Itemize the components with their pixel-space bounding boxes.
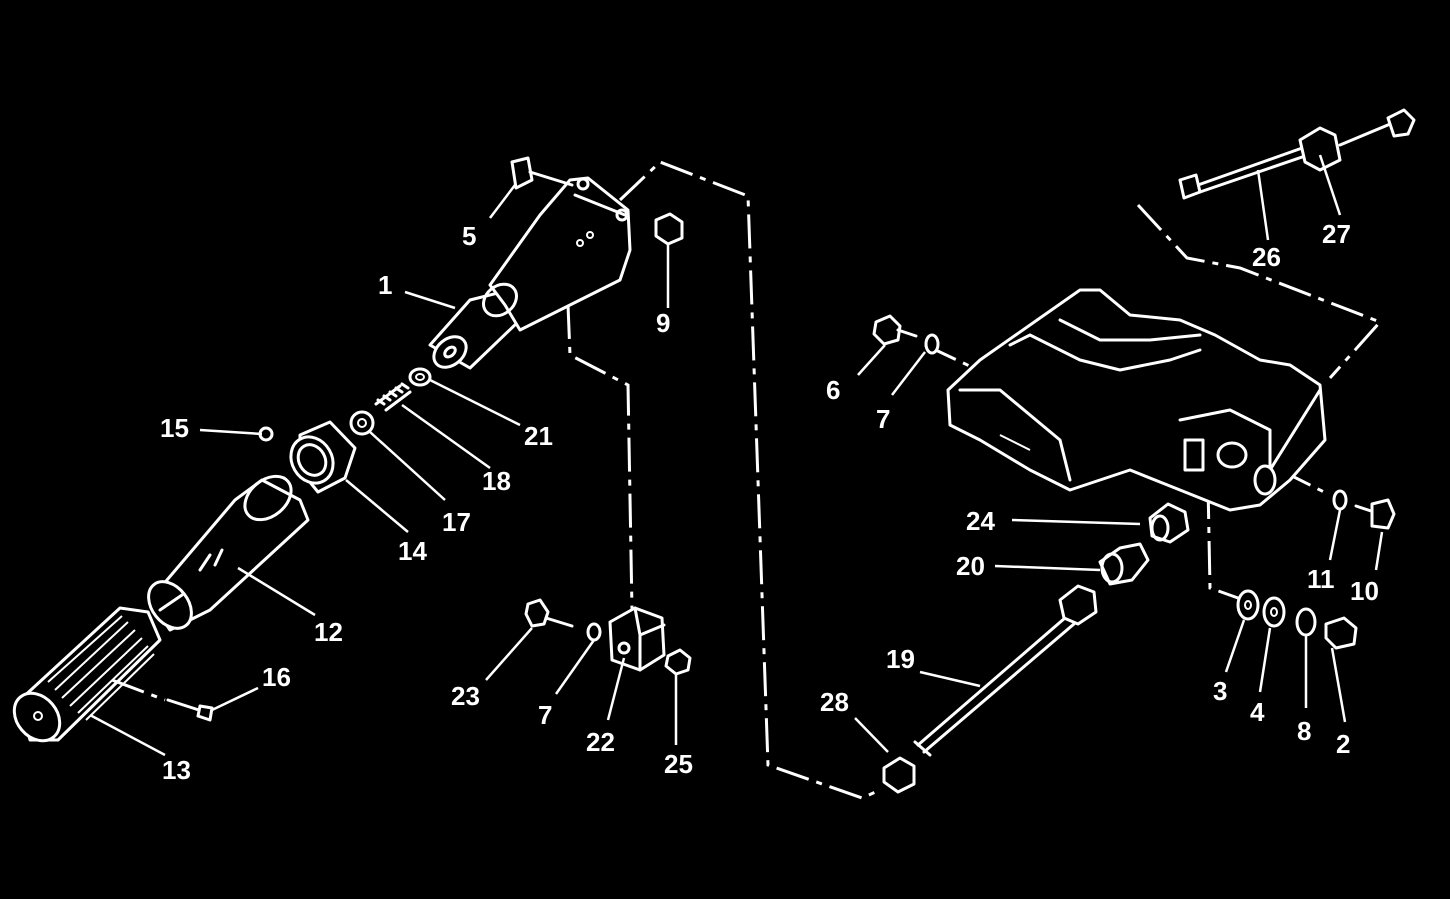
callout-7-right: 7 xyxy=(876,404,890,434)
part-17-washer xyxy=(349,410,375,436)
part-4-washer xyxy=(1262,596,1286,628)
callout-15: 15 xyxy=(160,413,189,443)
callout-14: 14 xyxy=(398,536,427,566)
callout-7-left: 7 xyxy=(538,700,552,730)
pedal-housing xyxy=(946,288,1327,512)
callout-19: 19 xyxy=(886,644,915,674)
callout-16: 16 xyxy=(262,662,291,692)
part-14-collar xyxy=(289,420,357,494)
callout-23: 23 xyxy=(451,681,480,711)
leader-lines xyxy=(89,154,1384,757)
callout-5: 5 xyxy=(462,221,476,251)
callout-4: 4 xyxy=(1250,697,1265,727)
part-26-cable xyxy=(1178,145,1310,200)
callout-11: 11 xyxy=(1307,564,1335,594)
callout-26: 26 xyxy=(1252,242,1281,272)
part-13-grip xyxy=(12,606,162,743)
part-27-boot xyxy=(1298,108,1416,172)
part-2-nut xyxy=(1324,616,1358,650)
callout-3: 3 xyxy=(1213,676,1227,706)
callout-18: 18 xyxy=(482,466,511,496)
part-16-screw xyxy=(111,678,214,722)
part-23-bolt xyxy=(524,598,574,628)
callout-27: 27 xyxy=(1322,219,1351,249)
callout-12: 12 xyxy=(314,617,343,647)
callout-8: 8 xyxy=(1297,716,1311,746)
part-28-nut xyxy=(882,756,916,794)
part-19-shaft xyxy=(913,584,1098,757)
part-7-washer-left xyxy=(586,622,602,642)
callout-9: 9 xyxy=(656,308,670,338)
callout-24: 24 xyxy=(966,506,995,536)
callout-1: 1 xyxy=(378,270,392,300)
assembly-dash-lines xyxy=(566,160,1383,800)
callout-21: 21 xyxy=(524,421,553,451)
part-5-bolt xyxy=(510,156,574,190)
part-6-bolt xyxy=(872,314,918,346)
part-8-washer xyxy=(1295,607,1317,637)
callout-2: 2 xyxy=(1336,729,1350,759)
part-12-sleeve xyxy=(147,474,310,632)
part-1-bracket xyxy=(428,176,632,370)
callout-labels: 1 2 3 4 5 6 7 7 8 9 10 11 12 13 14 15 16… xyxy=(160,219,1379,785)
callout-6: 6 xyxy=(826,375,840,405)
part-22-clamp xyxy=(608,606,666,672)
callout-13: 13 xyxy=(162,755,191,785)
part-3-washer xyxy=(1236,589,1260,621)
part-11-washer xyxy=(1332,489,1348,511)
callout-22: 22 xyxy=(586,727,615,757)
callout-25: 25 xyxy=(664,749,693,779)
part-25-nut xyxy=(664,648,692,676)
callout-20: 20 xyxy=(956,551,985,581)
callout-10: 10 xyxy=(1350,576,1379,606)
part-10-bolt xyxy=(1354,498,1396,530)
part-9-nut xyxy=(654,212,684,246)
part-24-bushing xyxy=(1148,502,1190,544)
part-7-washer-right xyxy=(924,333,940,355)
part-18-spring xyxy=(374,382,412,412)
callout-28: 28 xyxy=(820,687,849,717)
part-20-gear xyxy=(1098,542,1150,586)
part-21-washer xyxy=(408,367,432,387)
callout-17: 17 xyxy=(442,507,471,537)
